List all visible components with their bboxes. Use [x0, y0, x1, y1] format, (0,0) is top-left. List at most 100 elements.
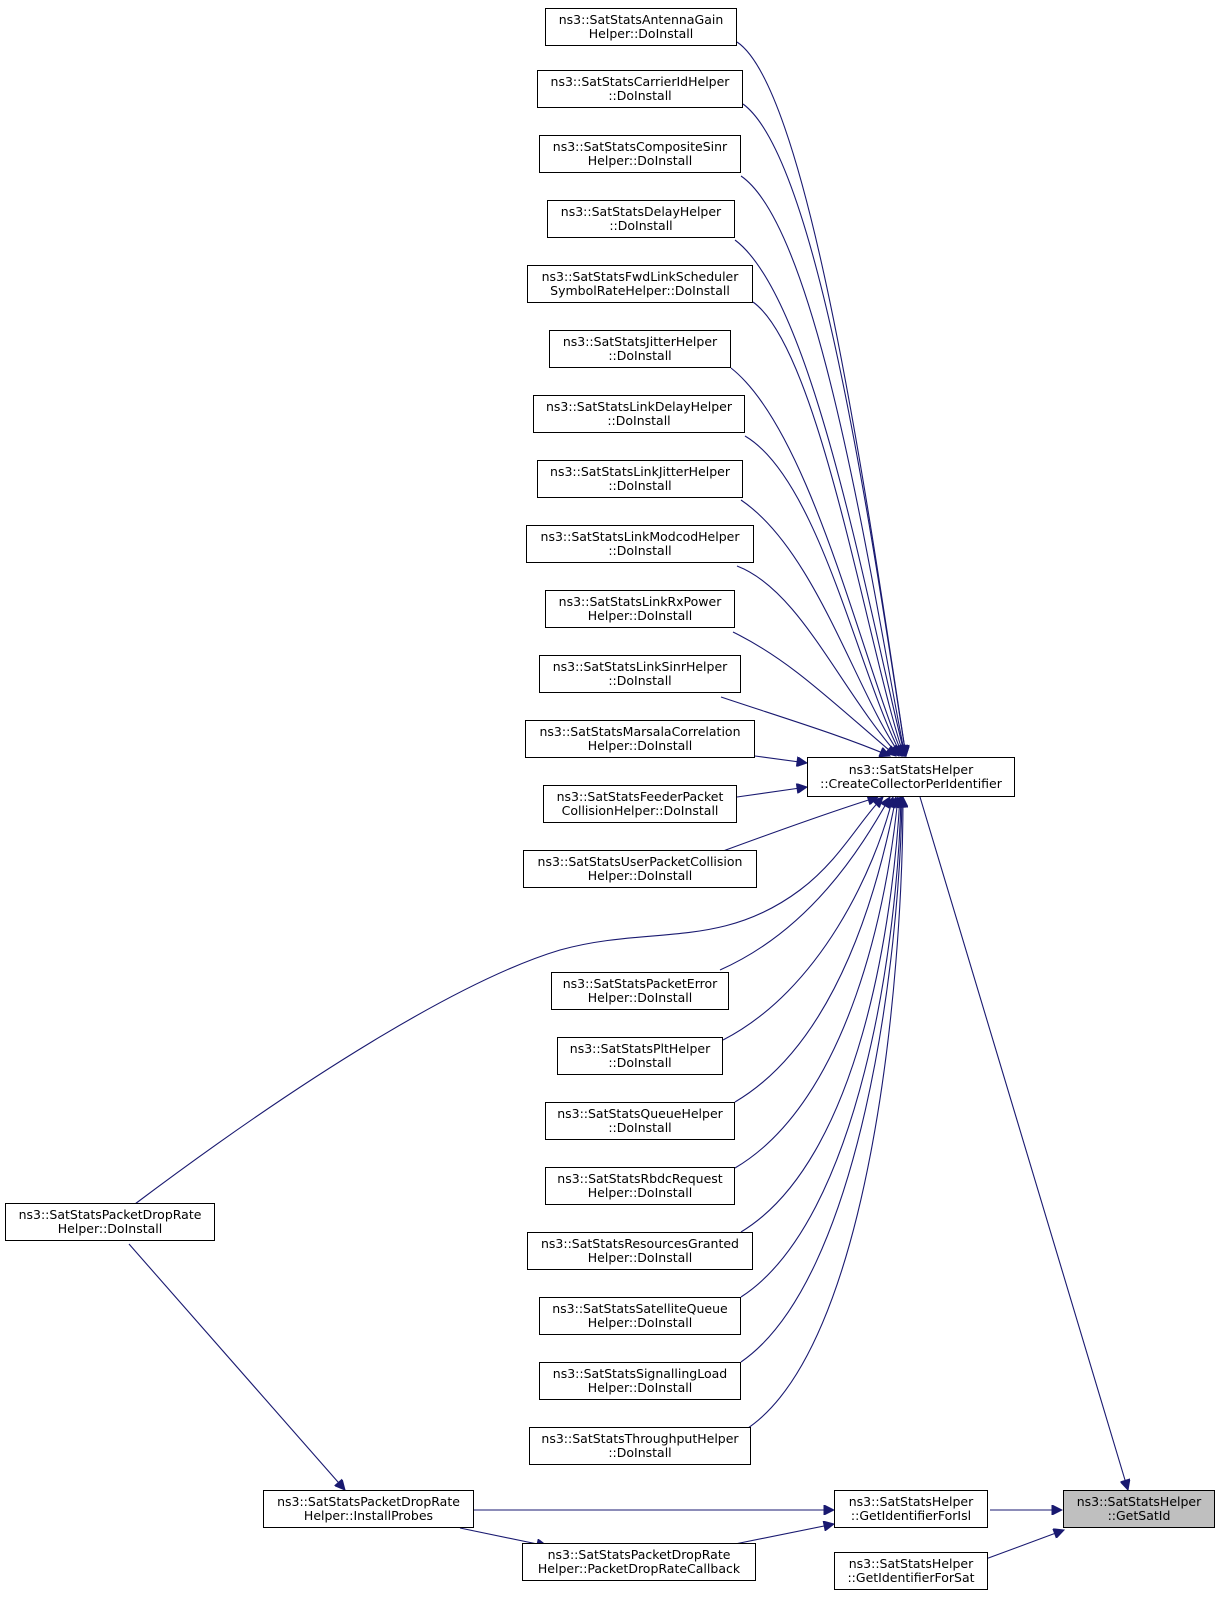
node-link-sinr[interactable]: ns3::SatStatsLinkSinrHelper ::DoInstall	[539, 655, 741, 693]
node-marsala-line1: ns3::SatStatsMarsalaCorrelation	[539, 724, 741, 739]
node-antenna-gain-line1: ns3::SatStatsAntennaGain	[558, 12, 724, 27]
edge-throughput-to-create-collector	[744, 797, 903, 1431]
node-delay-line2: ::DoInstall	[609, 218, 673, 233]
node-get-sat-id-line2: ::GetSatId	[1107, 1508, 1171, 1523]
node-packet-error-line2: Helper::DoInstall	[587, 990, 693, 1005]
edge-get-id-sat-to-get-sat-id	[982, 1530, 1064, 1561]
node-jitter-line2: ::DoInstall	[608, 348, 672, 363]
node-antenna-gain-line2: Helper::DoInstall	[588, 26, 694, 41]
edge-feeder-collision-to-create-collector	[736, 787, 807, 798]
node-packet-error[interactable]: ns3::SatStatsPacketError Helper::DoInsta…	[551, 972, 729, 1010]
node-create-collector-line2: ::CreateCollectorPerIdentifier	[820, 776, 1002, 791]
edge-carrier-id-to-create-collector	[742, 103, 906, 756]
edge-link-modcod-to-create-collector	[736, 565, 899, 756]
node-rbdc-request-line1: ns3::SatStatsRbdcRequest	[557, 1171, 723, 1186]
node-link-modcod[interactable]: ns3::SatStatsLinkModcodHelper ::DoInstal…	[526, 525, 754, 563]
node-feeder-collision[interactable]: ns3::SatStatsFeederPacket CollisionHelpe…	[543, 785, 737, 823]
node-rbdc-request[interactable]: ns3::SatStatsRbdcRequest Helper::DoInsta…	[545, 1167, 735, 1205]
edge-delay-to-create-collector	[734, 239, 905, 756]
node-throughput-line2: ::DoInstall	[608, 1445, 672, 1460]
edge-queue-to-create-collector	[734, 797, 896, 1103]
node-get-id-isl-line2: ::GetIdentifierForIsl	[850, 1508, 972, 1523]
edge-plt-to-create-collector	[722, 797, 893, 1041]
node-marsala[interactable]: ns3::SatStatsMarsalaCorrelation Helper::…	[525, 720, 755, 758]
node-get-id-isl[interactable]: ns3::SatStatsHelper ::GetIdentifierForIs…	[834, 1490, 988, 1528]
node-link-jitter-line2: ::DoInstall	[608, 478, 672, 493]
node-drop-rate-cb-line1: ns3::SatStatsPacketDropRate	[547, 1547, 731, 1562]
node-resources-granted-line1: ns3::SatStatsResourcesGranted	[541, 1236, 739, 1251]
node-get-id-sat[interactable]: ns3::SatStatsHelper ::GetIdentifierForSa…	[834, 1552, 988, 1590]
node-resources-granted-line2: Helper::DoInstall	[587, 1250, 693, 1265]
edge-drop-rate-install-to-install-probes	[128, 1243, 345, 1490]
node-create-collector-line1: ns3::SatStatsHelper	[848, 762, 974, 777]
node-link-delay[interactable]: ns3::SatStatsLinkDelayHelper ::DoInstall	[533, 395, 745, 433]
edge-link-delay-to-create-collector	[744, 435, 902, 756]
node-get-id-sat-line1: ns3::SatStatsHelper	[848, 1556, 974, 1571]
node-link-rx-power-line2: Helper::DoInstall	[587, 608, 693, 623]
node-plt-line1: ns3::SatStatsPltHelper	[569, 1041, 711, 1056]
node-antenna-gain[interactable]: ns3::SatStatsAntennaGain Helper::DoInsta…	[545, 8, 737, 46]
node-drop-rate-cb-line2: Helper::PacketDropRateCallback	[537, 1561, 741, 1576]
node-fwd-link-sched[interactable]: ns3::SatStatsFwdLinkScheduler SymbolRate…	[527, 265, 753, 303]
node-satellite-queue[interactable]: ns3::SatStatsSatelliteQueue Helper::DoIn…	[539, 1297, 741, 1335]
node-link-delay-line1: ns3::SatStatsLinkDelayHelper	[546, 399, 732, 414]
node-drop-rate-install-line2: Helper::DoInstall	[57, 1221, 163, 1236]
node-link-jitter-line1: ns3::SatStatsLinkJitterHelper	[550, 464, 730, 479]
node-carrier-id[interactable]: ns3::SatStatsCarrierIdHelper ::DoInstall	[537, 70, 743, 108]
node-delay[interactable]: ns3::SatStatsDelayHelper ::DoInstall	[547, 200, 735, 238]
node-user-collision[interactable]: ns3::SatStatsUserPacketCollision Helper:…	[523, 850, 757, 888]
node-install-probes-line1: ns3::SatStatsPacketDropRate	[277, 1494, 460, 1509]
node-carrier-id-line1: ns3::SatStatsCarrierIdHelper	[550, 74, 730, 89]
node-link-modcod-line2: ::DoInstall	[608, 543, 672, 558]
node-fwd-link-sched-line1: ns3::SatStatsFwdLinkScheduler	[541, 269, 739, 284]
node-marsala-line2: Helper::DoInstall	[587, 738, 693, 753]
node-get-sat-id-line1: ns3::SatStatsHelper	[1076, 1494, 1202, 1509]
node-link-jitter[interactable]: ns3::SatStatsLinkJitterHelper ::DoInstal…	[537, 460, 743, 498]
node-composite-sinr[interactable]: ns3::SatStatsCompositeSinr Helper::DoIns…	[539, 135, 741, 173]
node-jitter[interactable]: ns3::SatStatsJitterHelper ::DoInstall	[549, 330, 731, 368]
node-get-id-isl-line1: ns3::SatStatsHelper	[848, 1494, 974, 1509]
node-link-modcod-line1: ns3::SatStatsLinkModcodHelper	[540, 529, 740, 544]
node-get-sat-id: ns3::SatStatsHelper ::GetSatId	[1063, 1490, 1215, 1528]
node-install-probes[interactable]: ns3::SatStatsPacketDropRate Helper::Inst…	[263, 1490, 474, 1528]
node-throughput-line1: ns3::SatStatsThroughputHelper	[541, 1431, 739, 1446]
node-user-collision-line1: ns3::SatStatsUserPacketCollision	[537, 854, 743, 869]
node-get-id-sat-line2: ::GetIdentifierForSat	[847, 1570, 975, 1585]
node-feeder-collision-line2: CollisionHelper::DoInstall	[561, 803, 719, 818]
node-install-probes-line2: Helper::InstallProbes	[303, 1508, 434, 1523]
node-drop-rate-install[interactable]: ns3::SatStatsPacketDropRate Helper::DoIn…	[5, 1203, 215, 1241]
edge-link-sinr-to-create-collector	[720, 696, 890, 756]
node-signalling-load[interactable]: ns3::SatStatsSignallingLoad Helper::DoIn…	[539, 1362, 741, 1400]
node-queue-line1: ns3::SatStatsQueueHelper	[557, 1106, 723, 1121]
node-link-sinr-line1: ns3::SatStatsLinkSinrHelper	[552, 659, 728, 674]
node-drop-rate-install-line1: ns3::SatStatsPacketDropRate	[18, 1207, 202, 1222]
edge-link-jitter-to-create-collector	[740, 499, 901, 756]
node-user-collision-line2: Helper::DoInstall	[587, 868, 693, 883]
node-link-rx-power-line1: ns3::SatStatsLinkRxPower	[558, 594, 722, 609]
node-packet-error-line1: ns3::SatStatsPacketError	[562, 976, 718, 991]
edge-drop-rate-cb-to-get-id-isl	[729, 1524, 834, 1546]
node-drop-rate-cb[interactable]: ns3::SatStatsPacketDropRate Helper::Pack…	[522, 1543, 756, 1581]
edge-resources-granted-to-create-collector	[740, 797, 900, 1233]
edge-composite-sinr-to-create-collector	[740, 175, 905, 756]
node-jitter-line1: ns3::SatStatsJitterHelper	[562, 334, 718, 349]
edge-marsala-to-create-collector	[754, 755, 807, 763]
node-fwd-link-sched-line2: SymbolRateHelper::DoInstall	[550, 283, 730, 298]
edge-create-collector-to-get-sat-id	[919, 796, 1128, 1490]
node-resources-granted[interactable]: ns3::SatStatsResourcesGranted Helper::Do…	[527, 1232, 753, 1270]
edge-satellite-queue-to-create-collector	[740, 797, 901, 1298]
node-satellite-queue-line1: ns3::SatStatsSatelliteQueue	[552, 1301, 728, 1316]
node-carrier-id-line2: ::DoInstall	[608, 88, 672, 103]
node-plt[interactable]: ns3::SatStatsPltHelper ::DoInstall	[557, 1037, 723, 1075]
node-queue[interactable]: ns3::SatStatsQueueHelper ::DoInstall	[545, 1102, 735, 1140]
node-throughput[interactable]: ns3::SatStatsThroughputHelper ::DoInstal…	[529, 1427, 751, 1465]
edge-fwd-link-sched-to-create-collector	[752, 301, 904, 756]
edge-jitter-to-create-collector	[730, 367, 903, 756]
node-link-delay-line2: ::DoInstall	[607, 413, 671, 428]
edge-drop-rate-install-to-create-collector	[134, 797, 883, 1205]
node-link-sinr-line2: ::DoInstall	[608, 673, 672, 688]
node-create-collector[interactable]: ns3::SatStatsHelper ::CreateCollectorPer…	[807, 757, 1015, 797]
node-link-rx-power[interactable]: ns3::SatStatsLinkRxPower Helper::DoInsta…	[545, 590, 735, 628]
